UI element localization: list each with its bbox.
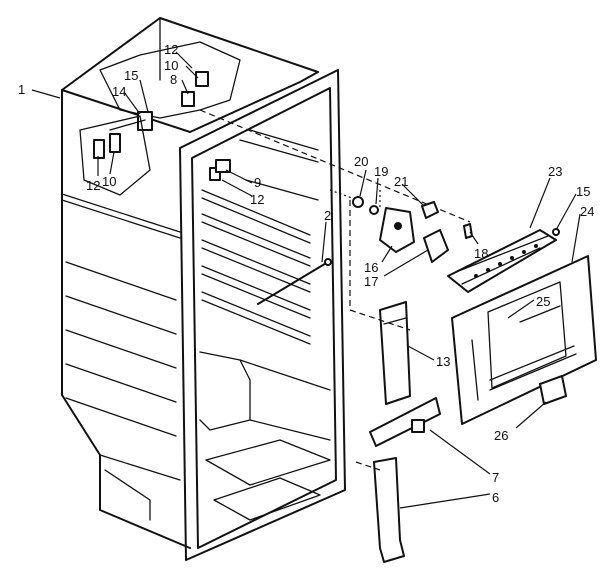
callout-10-top: 10	[164, 58, 178, 73]
liner-shelf-supports	[201, 129, 319, 345]
callout-24: 24	[580, 204, 594, 219]
callout-9: 9	[254, 175, 261, 190]
callout-23: 23	[548, 164, 562, 179]
callout-15-top: 15	[124, 68, 138, 83]
callout-18: 18	[474, 246, 488, 261]
part-26-shield	[539, 375, 567, 405]
part-24-control-panel	[451, 255, 597, 425]
callout-12-side: 12	[86, 178, 100, 193]
callout-1: 1	[18, 82, 25, 97]
top-control-assembly	[99, 41, 241, 131]
part-6-duct	[373, 457, 405, 563]
callout-7: 7	[492, 470, 499, 485]
cabinet-shell	[61, 17, 319, 549]
callout-20: 20	[354, 154, 368, 169]
liner-control-parts	[209, 159, 231, 181]
part-7-seal	[369, 397, 441, 447]
callout-26: 26	[494, 428, 508, 443]
part-2-rod	[257, 258, 332, 305]
callout-6: 6	[492, 490, 499, 505]
fan-control-parts	[352, 196, 473, 263]
callout-16: 16	[364, 260, 378, 275]
callout-10-side: 10	[102, 174, 116, 189]
callout-12-liner: 12	[250, 192, 264, 207]
callout-labels: 1 12 10 15 8 14 12 10 9 12 2 20 19 21 18…	[18, 42, 594, 505]
callout-13: 13	[436, 354, 450, 369]
callout-15-right: 15	[576, 184, 590, 199]
side-control-assembly	[79, 115, 151, 196]
callout-25: 25	[536, 294, 550, 309]
callout-14: 14	[112, 84, 126, 99]
callout-19: 19	[374, 164, 388, 179]
crisper-area	[199, 351, 331, 521]
callout-17: 17	[364, 274, 378, 289]
callout-leaders	[31, 51, 581, 509]
callout-12-top: 12	[164, 42, 178, 57]
assembly-guide-lines	[199, 109, 471, 471]
part-13-baffle	[379, 301, 411, 405]
callout-8: 8	[170, 72, 177, 87]
callout-2: 2	[324, 208, 331, 223]
cabinet-front-frame	[179, 69, 346, 561]
part-23-light-housing	[447, 228, 560, 293]
callout-21: 21	[394, 174, 408, 189]
